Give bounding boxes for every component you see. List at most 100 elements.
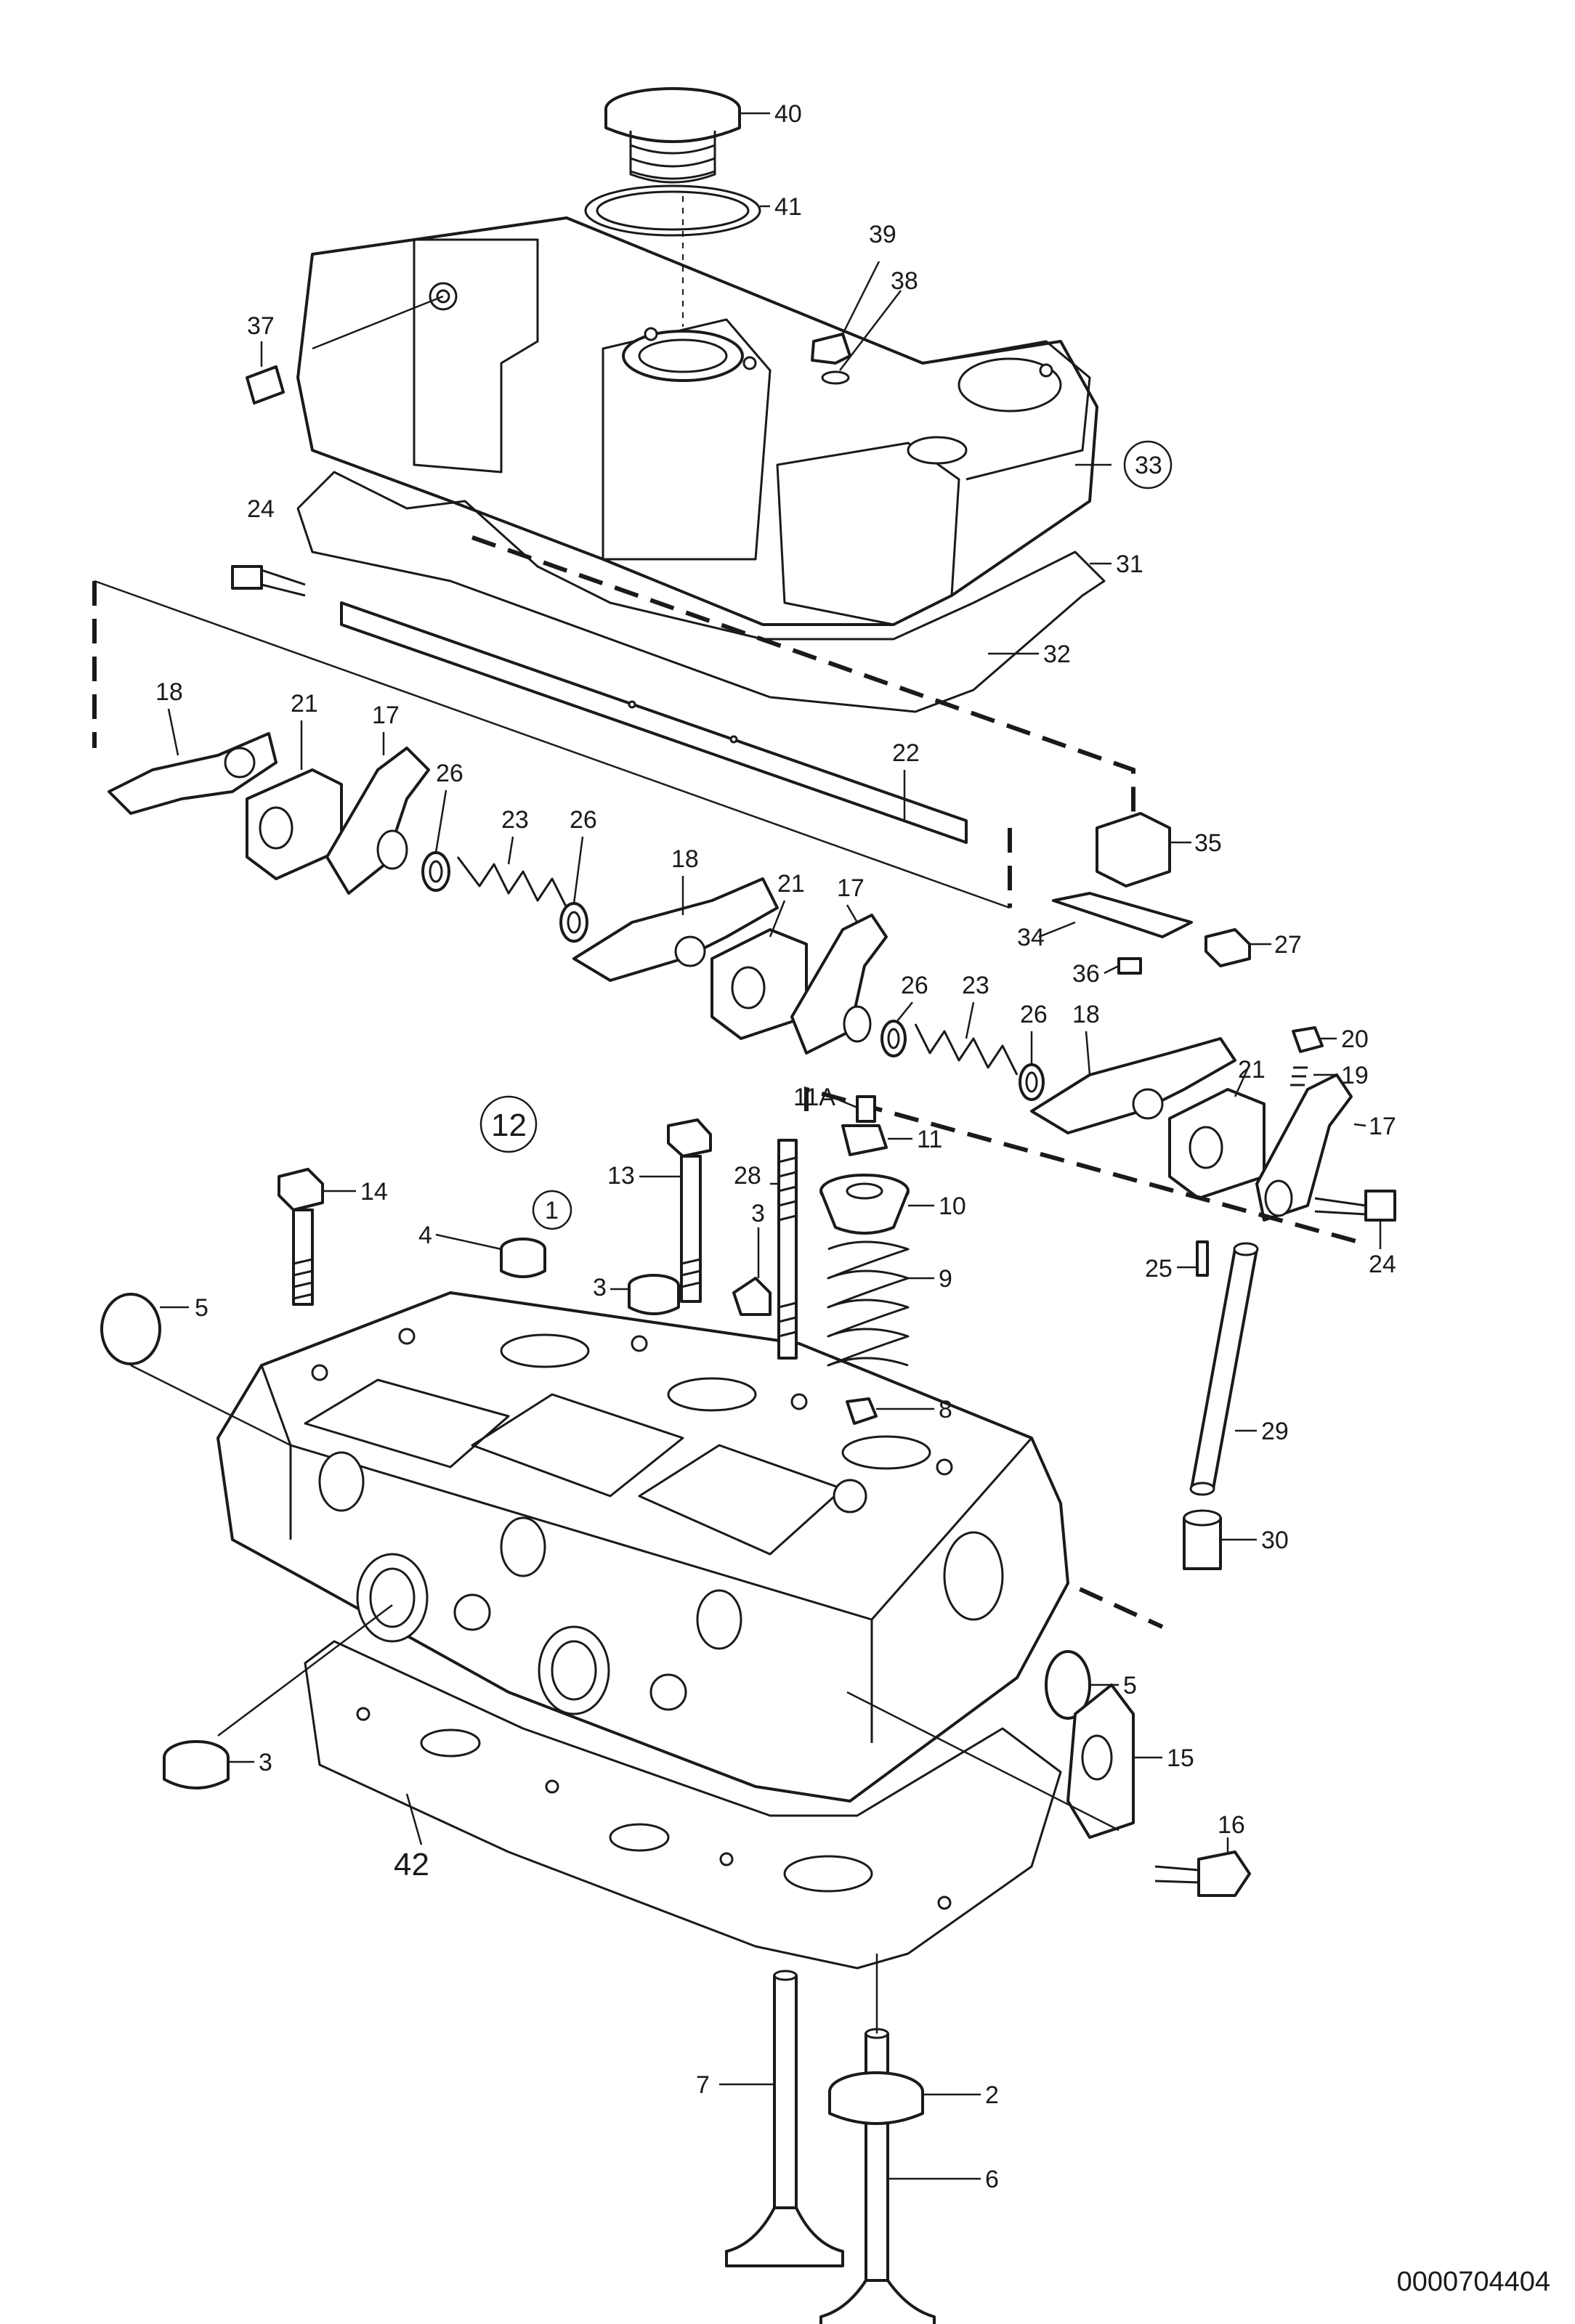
cylinder-head — [216, 1291, 1069, 1803]
label-14: 14 — [360, 1178, 388, 1206]
valve-seat-ring-2 — [828, 2071, 924, 2125]
label-6: 6 — [985, 2166, 999, 2193]
screw-16 — [1154, 1850, 1251, 1897]
breather-box-35 — [1096, 812, 1171, 887]
core-plug-5-left — [100, 1293, 161, 1365]
label-19: 19 — [1341, 1062, 1369, 1089]
label-8: 8 — [939, 1396, 952, 1423]
label-15: 15 — [1167, 1744, 1194, 1772]
valve-cover-plug — [246, 365, 285, 405]
label-3-mid: 3 — [751, 1200, 765, 1227]
label-42: 42 — [394, 1847, 429, 1882]
label-41: 41 — [774, 193, 802, 221]
label-9: 9 — [939, 1265, 952, 1293]
rocker-shaft-bolt-right — [1314, 1190, 1396, 1222]
label-16: 16 — [1218, 1811, 1245, 1839]
rocker-arm-18-2 — [572, 877, 779, 982]
rocker-arm-18-3 — [1030, 1037, 1236, 1134]
label-24-right: 24 — [1369, 1251, 1396, 1278]
valve-spring-9 — [827, 1240, 910, 1367]
oil-filler-cap — [604, 87, 741, 184]
label-20: 20 — [1341, 1025, 1369, 1053]
label-26-4: 26 — [1020, 1001, 1048, 1028]
spring-retainer-10 — [819, 1174, 910, 1235]
nut-27 — [1204, 928, 1251, 967]
label-33: 33 — [1135, 452, 1162, 479]
label-27: 27 — [1274, 931, 1302, 959]
rocker-bracket-21-2 — [710, 928, 808, 1040]
label-21-2: 21 — [777, 870, 805, 898]
label-34: 34 — [1017, 924, 1045, 951]
adjusting-screw-19 — [1290, 1066, 1308, 1086]
label-2: 2 — [985, 2081, 999, 2109]
cylinder-head-bolt-13 — [667, 1118, 712, 1303]
label-3-upper: 3 — [593, 1274, 607, 1301]
label-5-right: 5 — [1123, 1672, 1137, 1699]
rocker-arm-17-1 — [325, 747, 430, 895]
spacer-washer-26-2 — [559, 902, 588, 943]
label-28: 28 — [734, 1162, 761, 1190]
label-23-1: 23 — [501, 806, 529, 834]
spacer-washer-26-1 — [421, 851, 450, 892]
label-18-1: 18 — [155, 678, 183, 706]
label-29: 29 — [1261, 1418, 1289, 1445]
spacer-washer-26-3 — [880, 1020, 907, 1057]
label-11: 11 — [917, 1126, 942, 1153]
label-12: 12 — [491, 1108, 527, 1143]
rocker-arm-17-3 — [1255, 1073, 1353, 1222]
label-21-3: 21 — [1238, 1056, 1266, 1084]
rocker-bracket-21-3 — [1168, 1088, 1266, 1200]
valve-cap-11A — [856, 1095, 876, 1123]
screw-36 — [1117, 957, 1142, 975]
valve-stem-seal-8 — [846, 1397, 878, 1425]
label-1: 1 — [545, 1197, 559, 1224]
label-38: 38 — [891, 267, 918, 295]
label-21-1: 21 — [291, 690, 318, 718]
valve-seat-insert-3-upper — [628, 1274, 680, 1315]
cylinder-head-gasket — [304, 1640, 1062, 1970]
spacer-washer-26-4 — [1019, 1063, 1045, 1101]
label-18-2: 18 — [671, 845, 699, 873]
push-rod-29 — [1189, 1242, 1259, 1496]
label-3-lower: 3 — [259, 1749, 272, 1776]
label-5-left: 5 — [195, 1294, 208, 1322]
label-31: 31 — [1116, 550, 1143, 578]
label-25: 25 — [1145, 1255, 1173, 1283]
drawing-code: 0000704404 — [1396, 2267, 1550, 2297]
valve-seat-insert-4 — [500, 1238, 546, 1278]
label-35: 35 — [1194, 829, 1222, 857]
valve-cover — [296, 216, 1098, 626]
rocker-spring-23-1 — [456, 856, 568, 909]
valve-7 — [725, 1970, 844, 2267]
valve-seat-insert-3-lower — [163, 1740, 230, 1789]
stud-28 — [777, 1139, 798, 1360]
label-36: 36 — [1072, 960, 1100, 988]
label-18-3: 18 — [1072, 1001, 1100, 1028]
label-17-3: 17 — [1369, 1113, 1396, 1140]
rocker-shaft — [340, 601, 968, 844]
rocker-arm-18-1 — [108, 732, 278, 815]
label-10: 10 — [939, 1193, 966, 1220]
label-24-top: 24 — [247, 495, 275, 523]
label-30: 30 — [1261, 1527, 1289, 1554]
label-32: 32 — [1043, 641, 1071, 668]
label-7: 7 — [696, 2071, 710, 2099]
tag-12-circle — [479, 1095, 538, 1153]
label-26-3: 26 — [901, 972, 928, 999]
pin-25 — [1196, 1240, 1209, 1277]
tag-33-circle — [1123, 440, 1173, 489]
adjusting-nut-20 — [1292, 1026, 1324, 1053]
injector-sleeve — [732, 1277, 772, 1316]
label-17-2: 17 — [837, 874, 865, 902]
rocker-spring-23-2 — [914, 1023, 1019, 1076]
label-40: 40 — [774, 100, 802, 128]
label-4: 4 — [418, 1222, 432, 1249]
valve-cover-breather-nut — [811, 333, 851, 385]
valve-cover-gasket — [296, 471, 1106, 713]
label-39: 39 — [869, 221, 896, 248]
label-11A: 11A — [793, 1084, 835, 1111]
tag-1-circle — [532, 1190, 572, 1230]
label-17-1: 17 — [372, 702, 400, 729]
label-26-2: 26 — [570, 806, 597, 834]
